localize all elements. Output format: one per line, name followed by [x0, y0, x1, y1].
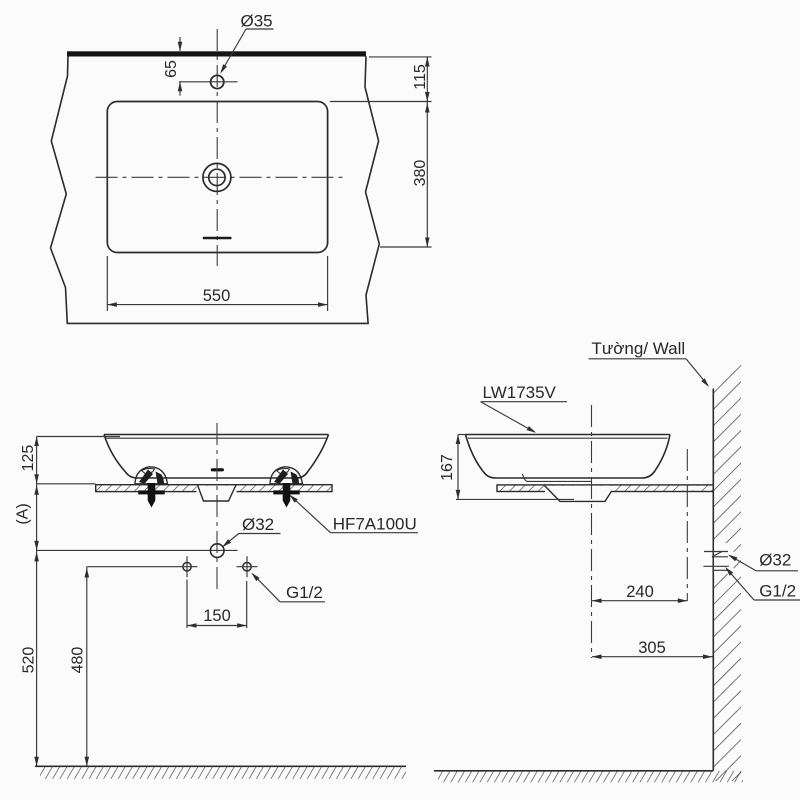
svg-text:LW1735V: LW1735V — [483, 383, 557, 402]
svg-text:G1/2: G1/2 — [286, 583, 323, 602]
svg-text:520: 520 — [21, 647, 38, 674]
svg-text:HF7A100U: HF7A100U — [333, 515, 417, 534]
svg-text:305: 305 — [638, 639, 666, 657]
svg-text:Tường/ Wall: Tường/ Wall — [592, 339, 686, 358]
svg-text:G1/2: G1/2 — [759, 582, 796, 601]
svg-text:380: 380 — [412, 160, 429, 187]
svg-text:240: 240 — [626, 583, 654, 601]
svg-text:Ø35: Ø35 — [241, 12, 273, 31]
svg-text:(A): (A) — [15, 503, 32, 524]
svg-text:115: 115 — [412, 64, 429, 90]
svg-text:480: 480 — [70, 647, 87, 674]
svg-text:Ø32: Ø32 — [242, 515, 274, 534]
svg-text:167: 167 — [439, 454, 456, 481]
svg-text:65: 65 — [163, 60, 180, 78]
svg-text:150: 150 — [203, 607, 231, 625]
svg-text:550: 550 — [203, 287, 231, 305]
svg-text:125: 125 — [20, 445, 37, 472]
svg-text:Ø32: Ø32 — [759, 551, 791, 570]
